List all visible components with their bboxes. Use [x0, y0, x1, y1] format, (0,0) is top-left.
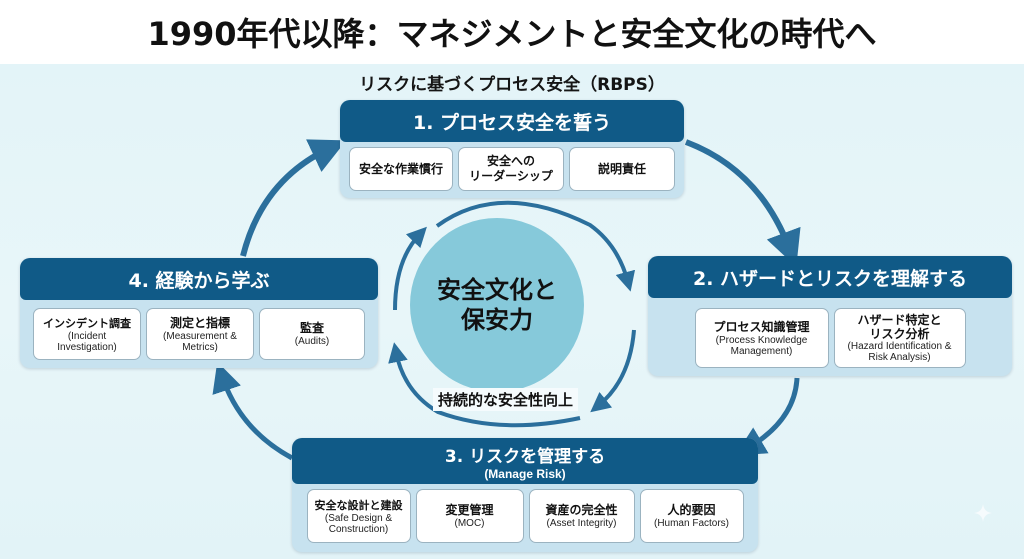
- stage-3-items: 安全な設計と建設 (Safe Design & Construction) 変更…: [292, 484, 758, 549]
- stage-2-item-1: プロセス知識管理 (Process Knowledge Management): [694, 308, 829, 368]
- stage-4-item-2-en: (Measurement & Metrics): [163, 330, 237, 353]
- stage-2-item-2-en: (Hazard Identification & Risk Analysis): [847, 341, 952, 363]
- stage-4-title: 4. 経験から学ぶ: [128, 269, 270, 292]
- stage-3-item-4-en: (Human Factors): [653, 518, 729, 529]
- center-circle: 安全文化と 保安力: [410, 218, 584, 392]
- stage-1-item-1: 安全な作業慣行: [349, 147, 453, 191]
- sparkle-icon: [974, 504, 992, 522]
- stage-4-item-3-label: 監査: [299, 321, 324, 335]
- inner-arrow-left: [393, 226, 427, 311]
- inner-arrow-bottom: [388, 342, 581, 428]
- stage-4-item-3: 監査 (Audits): [259, 308, 365, 360]
- stage-1-item-3-label: 説明責任: [597, 161, 646, 176]
- stage-3-header: 3. リスクを管理する (Manage Risk): [292, 438, 758, 484]
- arrow-2-to-3: [735, 377, 800, 456]
- stage-1-item-2: 安全への リーダーシップ: [458, 147, 564, 191]
- stage-3-item-2-en: (MOC): [454, 518, 485, 529]
- stage-3-item-4: 人的要因 (Human Factors): [639, 489, 744, 543]
- stage-3-item-3-label: 資産の完全性: [545, 503, 618, 517]
- inner-arrow-top: [435, 200, 636, 292]
- stage-4-item-2: 測定と指標 (Measurement & Metrics): [146, 308, 254, 360]
- stage-1-item-1-label: 安全な作業慣行: [358, 161, 443, 176]
- stage-2-items: プロセス知識管理 (Process Knowledge Management) …: [648, 298, 1012, 374]
- stage-3-subtitle: (Manage Risk): [484, 466, 566, 481]
- stage-4-item-3-en: (Audits): [294, 336, 330, 347]
- stage-3-item-4-label: 人的要因: [667, 503, 716, 517]
- stage-2-item-2-label: ハザード特定と リスク分析: [857, 313, 942, 341]
- stage-4-header: 4. 経験から学ぶ: [20, 258, 378, 300]
- arrow-1-to-2: [684, 139, 801, 267]
- arrow-3-to-4: [212, 361, 294, 461]
- stage-2: 2. ハザードとリスクを理解する プロセス知識管理 (Process Knowl…: [648, 256, 1012, 376]
- stage-1-title: 1. プロセス安全を誓う: [412, 111, 612, 134]
- stage-3: 3. リスクを管理する (Manage Risk) 安全な設計と建設 (Safe…: [292, 438, 758, 552]
- stage-3-item-3: 資産の完全性 (Asset Integrity): [528, 489, 635, 543]
- stage-2-item-1-label: プロセス知識管理: [713, 319, 810, 334]
- cycle-label: 持続的な安全性向上: [433, 388, 579, 411]
- page-title: 1990年代以降：マネジメントと安全文化の時代へ: [0, 0, 1024, 64]
- stage-4-item-1-label: インシデント調査: [43, 316, 131, 330]
- stage-1-items: 安全な作業慣行 安全への リーダーシップ 説明責任: [340, 142, 684, 197]
- stage-3-item-1: 安全な設計と建設 (Safe Design & Construction): [306, 489, 411, 543]
- stage-1-header: 1. プロセス安全を誓う: [340, 100, 684, 142]
- stage-2-item-2: ハザード特定と リスク分析 (Hazard Identification & R…: [833, 308, 966, 368]
- stage-1-item-2-label: 安全への リーダーシップ: [469, 154, 553, 183]
- stage-1: 1. プロセス安全を誓う 安全な作業慣行 安全への リーダーシップ 説明責任: [340, 100, 684, 198]
- stage-3-title: 3. リスクを管理する: [444, 446, 606, 467]
- stage-2-header: 2. ハザードとリスクを理解する: [648, 256, 1012, 298]
- stage-3-item-2-label: 変更管理: [445, 503, 494, 517]
- stage-3-item-1-label: 安全な設計と建設: [314, 498, 403, 512]
- stage-1-item-3: 説明責任: [569, 147, 675, 191]
- stage-3-item-3-en: (Asset Integrity): [546, 518, 617, 529]
- stage-4: 4. 経験から学ぶ インシデント調査 (Incident Investigati…: [20, 258, 378, 368]
- center-label: 安全文化と 保安力: [437, 276, 557, 334]
- stage-2-title: 2. ハザードとリスクを理解する: [692, 267, 968, 290]
- stage-3-item-1-en: (Safe Design & Construction): [324, 512, 393, 535]
- stage-2-item-1-en: (Process Knowledge Management): [715, 334, 808, 357]
- stage-4-item-1: インシデント調査 (Incident Investigation): [33, 308, 141, 360]
- stage-4-item-1-en: (Incident Investigation): [57, 330, 117, 353]
- inner-arrow-right: [590, 329, 636, 413]
- stage-4-item-2-label: 測定と指標: [169, 315, 230, 330]
- diagram-subtitle: リスクに基づくプロセス安全（RBPS）: [359, 75, 665, 95]
- stage-3-item-2: 変更管理 (MOC): [415, 489, 524, 543]
- stage-4-items: インシデント調査 (Incident Investigation) 測定と指標 …: [20, 300, 378, 366]
- arrow-4-to-1: [240, 139, 347, 257]
